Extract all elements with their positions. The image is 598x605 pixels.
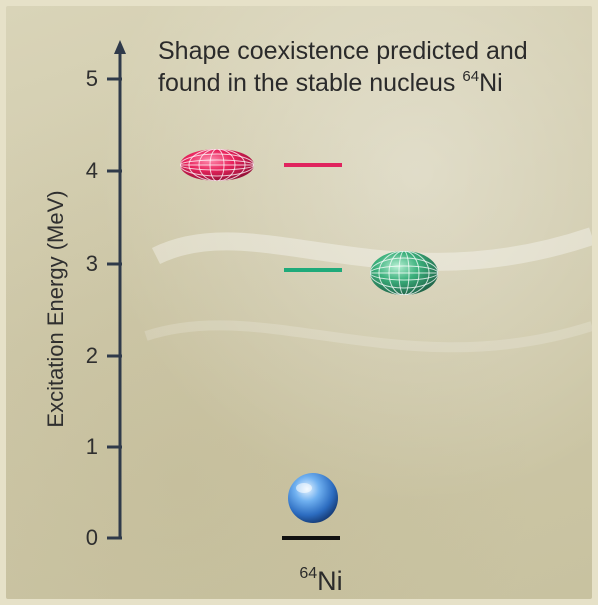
title-line-1: Shape coexistence predicted and (158, 37, 528, 65)
background-wave (144, 320, 592, 353)
background-wave (151, 227, 592, 271)
y-tick-label-2: 2 (85, 343, 98, 368)
nucleus-mass-number: 64 (299, 565, 318, 582)
oblate-nucleus-icon (370, 251, 438, 295)
title-line-2-text: found in the stable nucleus (158, 69, 463, 97)
title-mass-number: 64 (462, 68, 480, 85)
y-axis-label: Excitation Energy (MeV) (43, 190, 68, 428)
y-tick-label-1: 1 (85, 434, 98, 459)
y-tick-label-0: 0 (85, 525, 98, 550)
prolate-nucleus-icon (180, 149, 254, 181)
energy-diagram (107, 40, 592, 540)
figure-panel: Shape coexistence predicted and found in… (6, 6, 592, 599)
y-tick-label-5: 5 (85, 66, 98, 91)
title-element: Ni (479, 69, 503, 97)
title-line-2: found in the stable nucleus 64Ni (158, 68, 503, 102)
spherical-nucleus-icon (288, 473, 338, 523)
nucleus-element: Ni (317, 566, 343, 596)
nucleus-label: 64Ni (276, 565, 366, 599)
y-tick-label-3: 3 (85, 251, 98, 276)
y-tick-label-4: 4 (85, 158, 98, 183)
y-axis-arrow (114, 40, 126, 54)
